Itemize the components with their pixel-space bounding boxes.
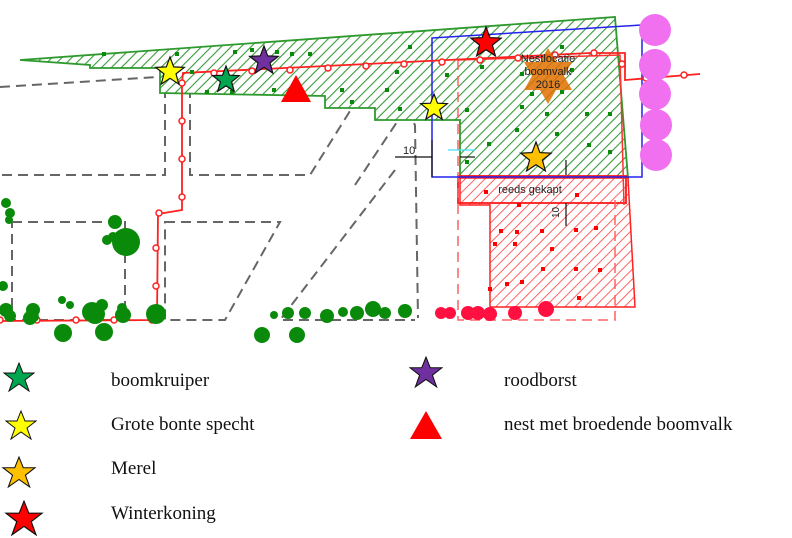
legend-label: nest met broedende boomvalk	[504, 414, 733, 435]
observation-star-grote-bonte-specht	[154, 55, 186, 86]
felled-zone	[459, 177, 636, 308]
tree-markers-red	[484, 190, 602, 300]
pink-tree	[639, 14, 671, 46]
legend-star-icon-roodborst	[409, 356, 443, 388]
observation-star-grote-bonte-specht	[419, 92, 449, 121]
dashed-outline-path	[164, 221, 282, 321]
dimension-right-label: 10	[551, 206, 562, 218]
nest-triangle-marker	[281, 75, 311, 102]
legend-label: Merel	[111, 458, 157, 479]
dimension-left-label: 10	[403, 145, 415, 157]
tree-markers-green	[102, 45, 612, 164]
site-map: Nestlocatie boomvalk 2016 reeds gekapt 1…	[0, 14, 701, 343]
observation-markers	[154, 25, 553, 173]
existing-trees	[0, 198, 412, 343]
blue-boundary	[431, 24, 643, 178]
legend-triangle-icon-nest	[410, 411, 442, 439]
legend-star-icon-merel	[1, 456, 37, 488]
felled-dashed-outline	[457, 60, 616, 321]
dashed-outline-path	[277, 169, 415, 321]
nest-location-label: Nestlocatie	[521, 53, 575, 65]
pink-tree	[640, 109, 672, 141]
dashed-outline-path	[0, 88, 166, 176]
red-parcel-outline	[457, 54, 625, 206]
observation-star-boomkruiper	[211, 64, 241, 93]
legend-star-icon-grote-bonte-specht	[5, 410, 37, 440]
pink-tree	[640, 139, 672, 171]
legend-star-icon-winterkoning	[4, 500, 44, 536]
legend-label: roodborst	[504, 370, 577, 391]
dashed-outline-path	[189, 88, 361, 176]
removed-trees	[435, 301, 554, 321]
legend-label: boomkruiper	[111, 370, 210, 391]
pink-tree	[639, 49, 671, 81]
nest-location-year: 2016	[536, 79, 560, 91]
legend-star-icon-boomkruiper	[3, 362, 35, 392]
legend-label: Grote bonte specht	[111, 414, 255, 435]
legend-label: Winterkoning	[111, 503, 216, 524]
observation-star-roodborst	[248, 44, 280, 75]
dashed-outline-path	[0, 76, 159, 88]
dashed-outlines	[0, 76, 419, 321]
pink-tree	[639, 78, 671, 110]
nest-location-marker	[524, 48, 572, 104]
observation-star-merel	[519, 140, 553, 173]
dimension-left	[395, 140, 475, 177]
already-felled-label: reeds gekapt	[498, 184, 562, 196]
pink-trees	[639, 14, 672, 171]
observation-star-winterkoning	[469, 25, 503, 58]
nest-location-label: boomvalk	[524, 66, 572, 78]
